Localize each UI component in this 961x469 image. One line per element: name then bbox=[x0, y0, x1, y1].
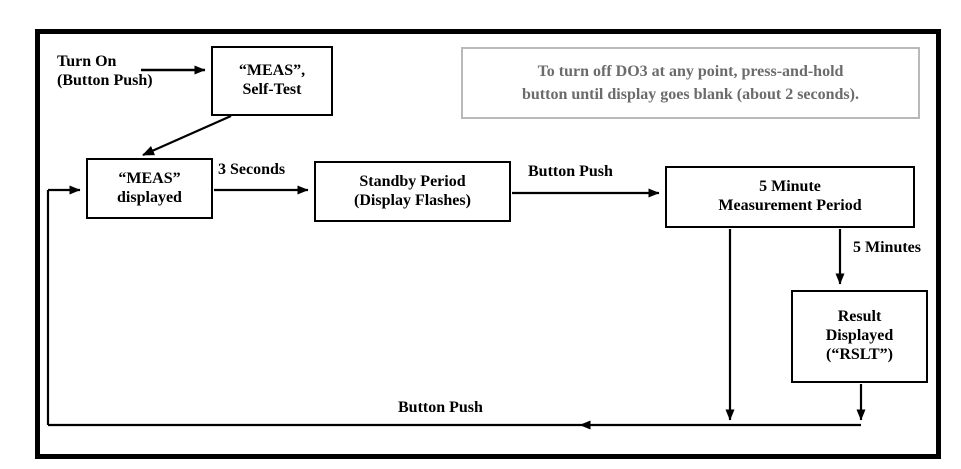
node-meas-displayed-line2: displayed bbox=[117, 188, 182, 206]
node-standby-period[interactable]: Standby Period (Display Flashes) bbox=[314, 161, 511, 222]
label-turn-on: Turn On (Button Push) bbox=[57, 52, 153, 90]
node-meas-self-test-line2: Self-Test bbox=[242, 81, 302, 98]
node-standby-period-line2: (Display Flashes) bbox=[354, 191, 471, 209]
label-three-seconds: 3 Seconds bbox=[218, 161, 286, 178]
note-line1: To turn off DO3 at any point, press-and-… bbox=[537, 62, 844, 80]
node-result-displayed-line1: Result bbox=[837, 308, 882, 326]
node-result-displayed[interactable]: Result Displayed (“RSLT”) bbox=[791, 290, 928, 383]
node-meas-self-test[interactable]: “MEAS”, Self-Test bbox=[211, 46, 333, 116]
label-button-push-top: Button Push bbox=[528, 163, 613, 180]
node-result-displayed-line3: (“RSLT”) bbox=[826, 345, 893, 363]
node-measurement-period-line1: 5 Minute bbox=[759, 178, 821, 196]
node-meas-displayed-line1: “MEAS” bbox=[118, 169, 181, 187]
label-turn-on-line1: Turn On bbox=[57, 53, 117, 70]
node-result-displayed-line2: Displayed bbox=[825, 327, 894, 345]
note-line2: button until display goes blank (about 2… bbox=[522, 86, 859, 103]
node-standby-period-line1: Standby Period bbox=[359, 172, 466, 190]
node-measurement-period-line2: Measurement Period bbox=[718, 197, 862, 214]
note-box-turn-off-instructions: To turn off DO3 at any point, press-and-… bbox=[461, 47, 920, 119]
node-meas-displayed[interactable]: “MEAS” displayed bbox=[86, 158, 213, 219]
label-five-minutes: 5 Minutes bbox=[853, 239, 921, 256]
label-turn-on-line2: (Button Push) bbox=[57, 72, 153, 90]
label-button-push-bottom: Button Push bbox=[398, 399, 483, 416]
node-measurement-period[interactable]: 5 Minute Measurement Period bbox=[665, 166, 915, 228]
node-meas-self-test-line1: “MEAS”, bbox=[238, 62, 306, 80]
